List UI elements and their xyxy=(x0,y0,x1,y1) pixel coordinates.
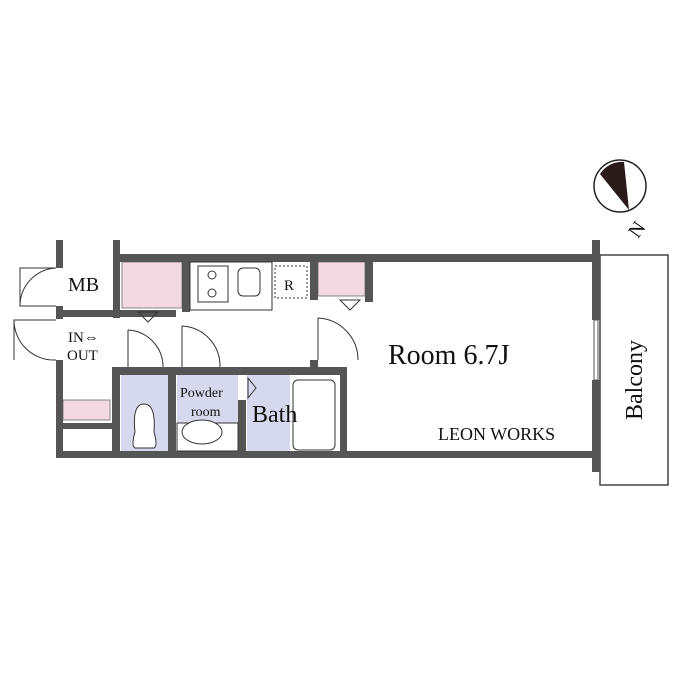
balcony-area xyxy=(599,254,669,486)
toilet-icon xyxy=(132,403,157,449)
entrance-in-label: IN⇔ xyxy=(68,330,99,346)
refrigerator-space xyxy=(274,265,308,299)
window xyxy=(593,319,599,381)
entrance-out-label: OUT xyxy=(67,348,98,364)
powder-room xyxy=(177,375,238,423)
bath-label: Bath xyxy=(252,402,297,428)
doors xyxy=(13,267,362,400)
mb-label: MB xyxy=(68,274,99,296)
refrigerator-label: R xyxy=(284,278,294,294)
closet-room xyxy=(317,261,366,297)
powder-room-label-2: room xyxy=(191,405,221,420)
powder-room-label-1: Powder xyxy=(180,386,223,401)
compass-icon: N xyxy=(593,159,650,242)
fixtures xyxy=(132,379,336,452)
sink-icon xyxy=(237,267,261,297)
washbasin-icon xyxy=(181,419,223,445)
room-label: Room 6.7J xyxy=(388,340,509,371)
balcony-label: Balcony xyxy=(622,340,648,420)
shoe-closet xyxy=(62,399,111,421)
compass-north-label: N xyxy=(624,218,650,242)
closet-entry xyxy=(121,261,183,309)
bathtub-icon xyxy=(292,379,336,451)
kitchen-counter xyxy=(189,261,308,311)
bath-room xyxy=(247,375,290,451)
walls xyxy=(56,240,600,472)
brand-label: LEON WORKS xyxy=(438,424,555,444)
